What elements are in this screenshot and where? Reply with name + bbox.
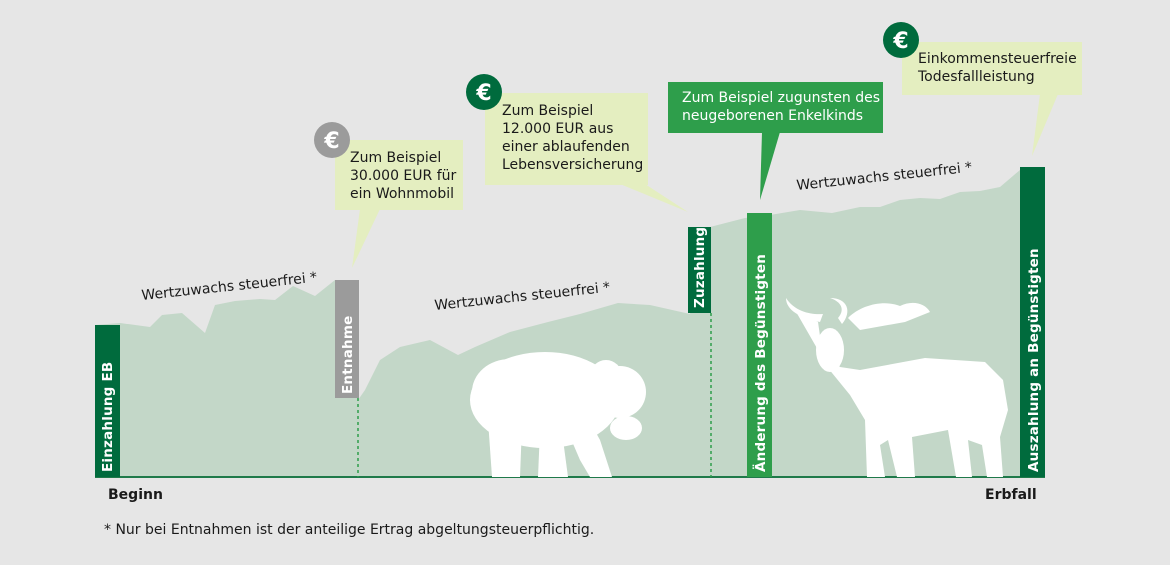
euro-icon-gray: € (314, 122, 350, 158)
svg-text:€: € (475, 81, 491, 106)
growth-label-third: Wertzuwachs steuerfrei * (796, 160, 973, 194)
bear-icon (470, 352, 646, 477)
bar-label-einzahlung: Einzahlung EB (100, 362, 116, 472)
callout-todesfall: Einkommensteuerfreie Todesfallleistung (918, 51, 1077, 85)
bull-icon (786, 298, 1008, 477)
callout-enkelkind: Zum Beispiel zugunsten des neugeborenen … (682, 90, 881, 124)
bar-label-auszahlung: Auszahlung an Begünstigten (1026, 248, 1042, 472)
growth-label-second: Wertzuwachs steuerfrei * (434, 280, 611, 314)
bar-label-zuzahlung: Zuzahlung (692, 227, 708, 308)
bar-zuzahlung (688, 227, 711, 313)
callout-lebensversicherung-box (485, 93, 688, 212)
bar-entnahme (335, 280, 359, 398)
callout-wohnmobil-box (335, 140, 463, 268)
bar-einzahlung (95, 325, 120, 477)
svg-text:€: € (323, 129, 339, 154)
callout-enkelkind-box (668, 82, 883, 200)
callout-todesfall-box (902, 42, 1082, 156)
bar-label-entnahme: Entnahme (340, 316, 356, 394)
callout-lebensversicherung: Zum Beispiel 12.000 EUR aus einer ablauf… (502, 103, 644, 173)
euro-icon-green-top: € (883, 22, 919, 58)
footnote: * Nur bei Entnahmen ist der anteilige Er… (104, 522, 595, 538)
euro-icon-green: € (466, 74, 502, 110)
bar-auszahlung (1020, 167, 1045, 477)
axis-label-start: Beginn (108, 487, 163, 503)
callout-wohnmobil: Zum Beispiel 30.000 EUR für ein Wohnmobi… (350, 150, 457, 202)
svg-text:€: € (892, 29, 908, 54)
bar-aenderung (747, 213, 772, 477)
axis-label-end: Erbfall (985, 487, 1037, 503)
value-area (95, 167, 1045, 477)
bar-label-aenderung: Änderung des Begünstigten (752, 254, 769, 472)
